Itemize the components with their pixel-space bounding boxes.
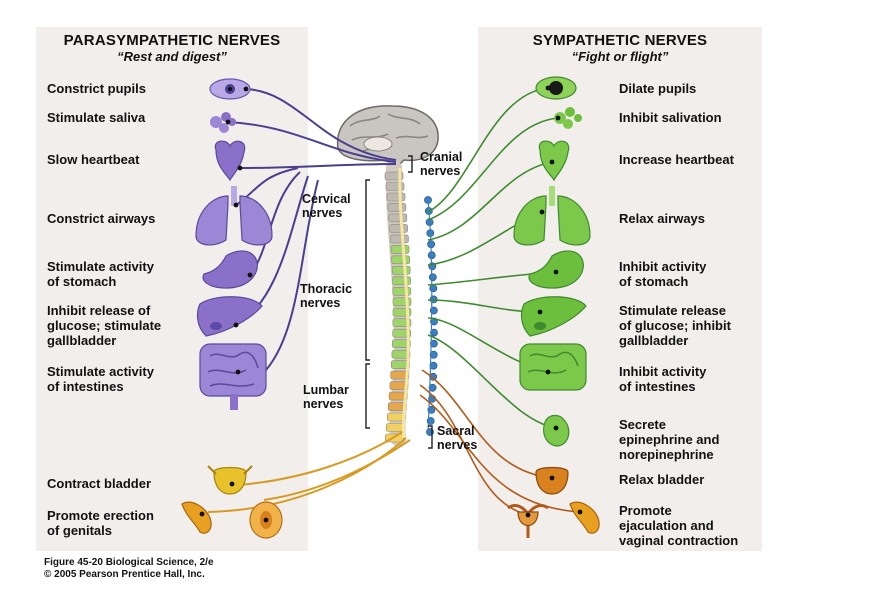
intestines-icon <box>199 343 267 410</box>
thoracic-nerves-label: Thoracic nerves <box>300 282 353 310</box>
symp-label-airways: Relax airways <box>619 211 706 226</box>
para-label-stomach: Stimulate activity of stomach <box>47 259 154 289</box>
stomach-icon <box>528 250 584 289</box>
symp-label-glucose: Stimulate release of glucose; inhibit ga… <box>619 303 731 348</box>
para-label-airways: Constrict airways <box>47 211 156 226</box>
symp-label-genitals: Promote ejaculation and vaginal contract… <box>619 503 739 548</box>
bladder-icon <box>207 465 253 495</box>
stomach-icon <box>202 250 258 289</box>
intestines-icon <box>519 343 587 391</box>
lungs-icon <box>513 186 591 246</box>
eye-icon <box>535 76 577 100</box>
parasympathetic-title: PARASYMPATHETIC NERVES <box>63 32 281 49</box>
symp-label-epinephrine: Secrete epinephrine and norepinephrine <box>619 417 720 462</box>
figure-caption: Figure 45-20 Biological Science, 2/e <box>44 557 214 568</box>
para-label-saliva: Stimulate saliva <box>47 110 146 125</box>
symp-label-bladder: Relax bladder <box>619 472 705 487</box>
para-label-glucose: Inhibit release of glucose; stimulate ga… <box>47 303 162 348</box>
symp-label-stomach: Inhibit activity of stomach <box>619 259 707 289</box>
salivary-gland-icon <box>210 112 236 133</box>
bladder-icon <box>535 466 569 495</box>
copyright-caption: © 2005 Pearson Prentice Hall, Inc. <box>44 569 205 580</box>
heart-icon <box>214 140 246 182</box>
symp-label-pupils: Dilate pupils <box>619 81 697 96</box>
parasympathetic-subtitle: “Rest and digest” <box>117 49 227 64</box>
symp-label-intestines: Inhibit activity of intestines <box>619 364 707 394</box>
symp-label-salivation: Inhibit salivation <box>619 110 722 125</box>
sympathetic-title: SYMPATHETIC NERVES <box>532 32 708 49</box>
lungs-icon <box>195 186 273 246</box>
nerve-endpoints <box>199 85 583 523</box>
heart-icon <box>538 140 570 182</box>
cranial-nerves-label: Cranial nerves <box>420 150 463 178</box>
sympathetic-subtitle: “Fight or flight” <box>571 49 669 64</box>
male-genitals-icon <box>181 501 212 534</box>
para-label-bladder: Contract bladder <box>47 476 152 491</box>
parasympathetic-panel <box>36 27 308 551</box>
eye-icon <box>209 78 251 100</box>
para-label-pupils: Constrict pupils <box>47 81 146 96</box>
para-label-genitals: Promote erection of genitals <box>47 508 154 538</box>
para-label-intestines: Stimulate activity of intestines <box>47 364 154 394</box>
sympathetic-panel <box>478 27 762 551</box>
sacral-nerves-label: Sacral nerves <box>437 424 478 452</box>
liver-icon <box>196 296 263 337</box>
lumbar-nerves-label: Lumbar nerves <box>303 383 349 411</box>
adrenal-gland-icon <box>543 414 570 447</box>
cervical-nerves-label: Cervical nerves <box>302 192 351 220</box>
male-genitals-icon <box>569 501 600 534</box>
symp-label-heartbeat: Increase heartbeat <box>619 152 734 167</box>
spine-region-brackets <box>365 155 433 449</box>
liver-icon <box>520 296 587 337</box>
para-label-heartbeat: Slow heartbeat <box>47 152 140 167</box>
parasympathetic-nerves <box>207 88 411 513</box>
spinal-column <box>384 160 438 446</box>
